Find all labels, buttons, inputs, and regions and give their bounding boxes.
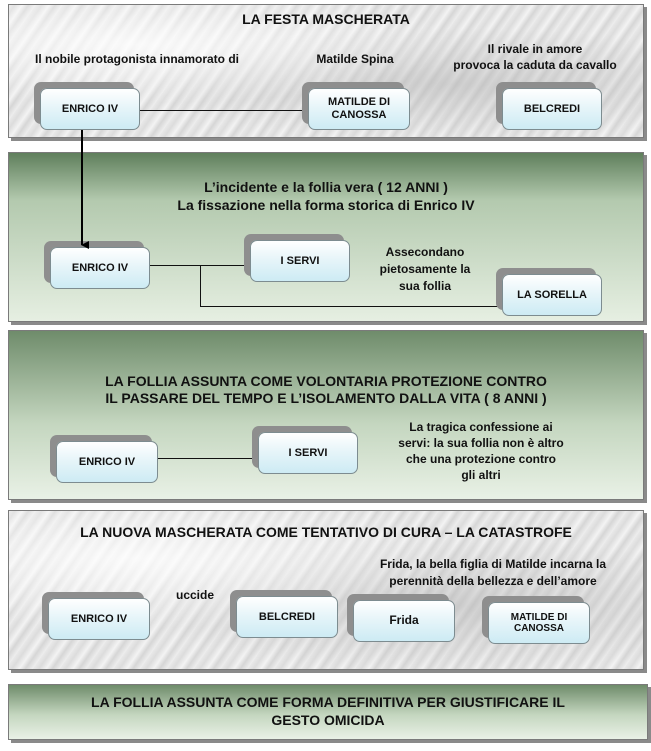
panel3-note-2: servi: la sua follia non è altro — [398, 436, 564, 450]
panel2-note-2: pietosamente la — [379, 262, 471, 276]
box-matilde-di-canossa: MATILDE DI CANOSSA — [308, 88, 410, 130]
box-enrico-iv-4-label: ENRICO IV — [70, 612, 128, 625]
connector-enrico-matilde — [140, 110, 308, 111]
panel1-caption-mid: Matilde Spina — [316, 52, 394, 66]
box-belcredi: BELCREDI — [502, 88, 602, 130]
box-i-servi-3: I SERVI — [258, 432, 358, 474]
panel-follia-definitiva — [8, 684, 648, 740]
panel4-note-1: Frida, la bella figlia di Matilde incarn… — [379, 557, 607, 571]
box-belcredi-4: BELCREDI — [236, 596, 338, 638]
box-enrico-iv: ENRICO IV — [40, 88, 140, 130]
panel4-verb-uccide: uccide — [175, 588, 214, 602]
box-enrico-iv-2: ENRICO IV — [50, 247, 150, 289]
panel3-note-3: che una protezione contro — [405, 452, 556, 466]
connector-enrico-servi-3 — [158, 458, 258, 459]
box-matilde-di-canossa-4: MATILDE DI CANOSSA — [488, 602, 590, 644]
panel1-caption-right-2: provoca la caduta da cavallo — [453, 58, 617, 72]
panel5-title-line-1: LA FOLLIA ASSUNTA COME FORMA DEFINITIVA … — [91, 694, 565, 710]
box-matilde-4-label-2: CANOSSA — [513, 623, 564, 634]
panel4-title: LA NUOVA MASCHERATA COME TENTATIVO DI CU… — [80, 524, 572, 540]
box-la-sorella-label: LA SORELLA — [517, 288, 587, 301]
box-frida: Frida — [353, 600, 455, 642]
box-enrico-iv-3: ENRICO IV — [56, 441, 158, 483]
box-frida-label: Frida — [389, 613, 419, 628]
panel3-note-4: gli altri — [461, 468, 501, 482]
box-la-sorella: LA SORELLA — [502, 274, 602, 316]
box-matilde-label-1: MATILDE DI — [327, 96, 391, 109]
box-matilde-4-label-1: MATILDE DI — [510, 611, 568, 623]
connector-branch-sorella — [200, 306, 502, 307]
panel3-title-line-1: LA FOLLIA ASSUNTA COME VOLONTARIA PROTEZ… — [105, 373, 547, 389]
connector-branch-vertical — [200, 265, 201, 307]
box-matilde-label-2: CANOSSA — [331, 109, 387, 121]
panel2-title-line-1: L’incidente e la follia vera ( 12 ANNI ) — [204, 179, 448, 195]
panel5-title-line-2: GESTO OMICIDA — [271, 712, 385, 728]
box-belcredi-4-label: BELCREDI — [258, 610, 316, 623]
box-i-servi: I SERVI — [250, 240, 350, 282]
box-enrico-iv-label: ENRICO IV — [61, 102, 119, 115]
panel2-title-line-2: La fissazione nella forma storica di Enr… — [177, 197, 475, 213]
panel3-title-line-2: IL PASSARE DEL TEMPO E L’ISOLAMENTO DALL… — [105, 390, 547, 406]
box-enrico-iv-2-label: ENRICO IV — [71, 261, 129, 274]
panel1-title: LA FESTA MASCHERATA — [242, 11, 410, 27]
panel2-note-1: Assecondano — [385, 245, 465, 259]
box-i-servi-label: I SERVI — [280, 254, 320, 267]
box-enrico-iv-3-label: ENRICO IV — [78, 455, 136, 468]
box-enrico-iv-4: ENRICO IV — [48, 598, 150, 640]
box-i-servi-3-label: I SERVI — [288, 446, 328, 459]
box-belcredi-label: BELCREDI — [523, 102, 581, 115]
panel2-note-3: sua follia — [398, 279, 451, 293]
panel1-caption-right-1: Il rivale in amore — [487, 42, 583, 56]
panel1-caption-left: Il nobile protagonista innamorato di — [34, 52, 239, 66]
panel3-note-1: La tragica confessione ai — [409, 420, 553, 434]
panel4-note-2: perennità della bellezza e dell’amore — [389, 574, 597, 588]
